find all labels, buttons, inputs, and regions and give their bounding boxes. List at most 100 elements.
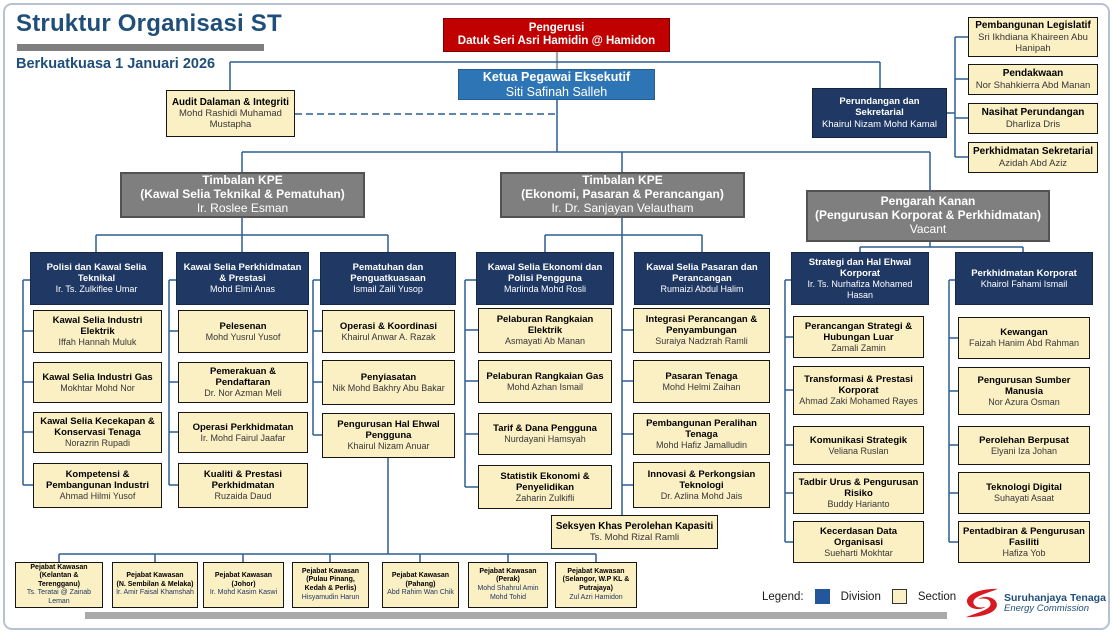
node-title: Audit Dalaman & Integriti xyxy=(171,96,290,108)
node-title: Kawal Selia Kecekapan & Konservasi Tenag… xyxy=(40,416,155,439)
node-title: Pejabat Kawasan xyxy=(126,572,184,580)
node-title: Integrasi Perancangan & Penyambungan xyxy=(645,314,758,337)
node-section: Kawal Selia Kecekapan & Konservasi Tenag… xyxy=(33,412,162,453)
node-name: Hafiza Yob xyxy=(1002,547,1046,558)
node-region: (Johor) xyxy=(231,580,256,588)
node-title: Nasihat Perundangan xyxy=(981,107,1085,119)
node-region: (N. Sembilan & Melaka) xyxy=(116,580,194,588)
node-subtitle: (Kawal Selia Teknikal & Pematuhan) xyxy=(140,187,345,202)
node-title: Strategi dan Hal Ehwal Korporat xyxy=(808,257,912,280)
node-title: Kualiti & Prestasi Perkhidmatan xyxy=(203,469,283,492)
node-region: (Pulau Pinang, Kedah & Perlis) xyxy=(304,576,357,592)
node-name: Nor Azura Osman xyxy=(988,396,1060,407)
node-title: Operasi & Koordinasi xyxy=(339,320,438,332)
node-title: Kawal Selia Pasaran dan Perancangan xyxy=(646,262,758,285)
node-name: Ir. Ts. Nurhafiza Mohamed Hasan xyxy=(807,279,913,300)
node-title: Timbalan KPE xyxy=(202,173,283,188)
node-name: Elyani Iza Johan xyxy=(990,445,1058,456)
node-name: Nik Mohd Bakhry Abu Bakar xyxy=(332,382,445,393)
node-name: Nor Shahkierra Abd Manan xyxy=(975,79,1091,91)
node-name: Norazrin Rupadi xyxy=(64,438,131,449)
node-title: Pendakwaan xyxy=(1002,68,1064,80)
logo-name-english: Energy Commission xyxy=(1004,602,1089,614)
node-title: Pelesenan xyxy=(219,320,267,332)
node-title: Kewangan xyxy=(1000,327,1048,339)
node-name: Datuk Seri Asri Hamidin @ Hamidon xyxy=(457,35,656,47)
node-seksyen-khas: Seksyen Khas Perolehan Kapasiti Ts. Mohd… xyxy=(551,515,718,549)
footer-divider xyxy=(85,612,947,619)
node-name: Ruzaida Daud xyxy=(214,491,272,502)
node-name: Zul Azri Hamidon xyxy=(569,593,623,601)
node-title: Pasaran Tenaga xyxy=(665,370,738,382)
node-name: Azidah Abd Aziz xyxy=(998,157,1068,169)
node-regional-office: Pejabat Kawasan(Pahang)Abd Rahim Wan Chi… xyxy=(382,562,459,608)
node-regional-office: Pejabat Kawasan(Pulau Pinang, Kedah & Pe… xyxy=(292,562,369,608)
node-title: Timbalan KPE xyxy=(582,173,663,188)
node-name: Khairul Nizam Mohd Kamal xyxy=(821,118,938,130)
node-title: Transformasi & Prestasi Korporat xyxy=(804,374,913,397)
node-name: Mokhtar Mohd Nor xyxy=(60,382,135,393)
node-name: Iffah Hannah Muluk xyxy=(58,337,137,348)
node-name: Vacant xyxy=(909,221,947,236)
node-name: Ts. Teratai @ Zainab Leman xyxy=(26,589,92,605)
node-name: Dr. Azlina Mohd Jais xyxy=(660,490,743,501)
node-pengerusi: Pengerusi Datuk Seri Asri Hamidin @ Hami… xyxy=(443,18,670,52)
node-name: Mohd Rashidi Muhamad Mustapha xyxy=(179,108,282,131)
node-name: Suraiya Nadzrah Ramli xyxy=(655,336,748,347)
node-regional-office: Pejabat Kawasan(N. Sembilan & Melaka)Ir.… xyxy=(112,562,198,608)
node-name: Khairul Anwar A. Razak xyxy=(341,331,436,342)
legend-label: Legend: xyxy=(762,590,804,603)
node-title: Pejabat Kawasan xyxy=(479,567,537,575)
node-regional-office: Pejabat Kawasan(Johor)Ir. Mohd Kasim Kas… xyxy=(203,562,284,608)
node-title: Pejabat Kawasan xyxy=(214,572,273,580)
node-title: Pelaburan Rangkaian Elektrik xyxy=(496,314,594,337)
node-subtitle: (Pengurusan Korporat & Perkhidmatan) xyxy=(814,208,1042,223)
node-title: Perkhidmatan Sekretarial xyxy=(972,146,1094,158)
node-audit-dalaman: Audit Dalaman & Integriti Mohd Rashidi M… xyxy=(166,90,295,137)
node-perundangan-sekretarial: Perundangan dan Sekretarial Khairul Niza… xyxy=(812,88,947,138)
node-title: Kompetensi & Pembangunan Industri xyxy=(46,469,149,492)
node-region: (Kelantan & Terengganu) xyxy=(38,572,80,588)
node-name: Ismail Zaili Yusop xyxy=(353,284,423,295)
node-subtitle: (Ekonomi, Pasaran & Perancangan) xyxy=(521,187,724,202)
node-region: (Perak) xyxy=(496,576,520,584)
node-name: Khairol Fahami Ismail xyxy=(980,278,1068,289)
node-name: Hisyamudin Harun xyxy=(301,593,360,601)
node-name: Veliana Ruslan xyxy=(828,445,889,456)
node-region: (Pahang) xyxy=(405,580,436,588)
node-name: Mohd Elmi Anas xyxy=(209,284,276,295)
node-name: Ir. Roslee Esman xyxy=(196,200,289,215)
page-title: Struktur Organisasi ST xyxy=(16,10,282,37)
node-name: Suhayati Asaat xyxy=(993,493,1055,504)
node-title: Perkhidmatan Korporat xyxy=(971,267,1077,279)
node-title: Pengarah Kanan xyxy=(880,194,976,209)
node-title: Polisi dan Kawal Selia Teknikal xyxy=(46,262,147,285)
node-title: Pejabat Kawasan xyxy=(567,567,625,575)
node-name: Mohd Helmi Zaihan xyxy=(662,381,741,392)
node-name: Zamali Zamin xyxy=(831,342,886,353)
node-name: Ahmad Zaki Mohamed Rayes xyxy=(799,396,918,407)
st-logo-swoosh-icon xyxy=(965,588,999,618)
node-name: Mohd Azhan Ismail xyxy=(506,381,584,392)
